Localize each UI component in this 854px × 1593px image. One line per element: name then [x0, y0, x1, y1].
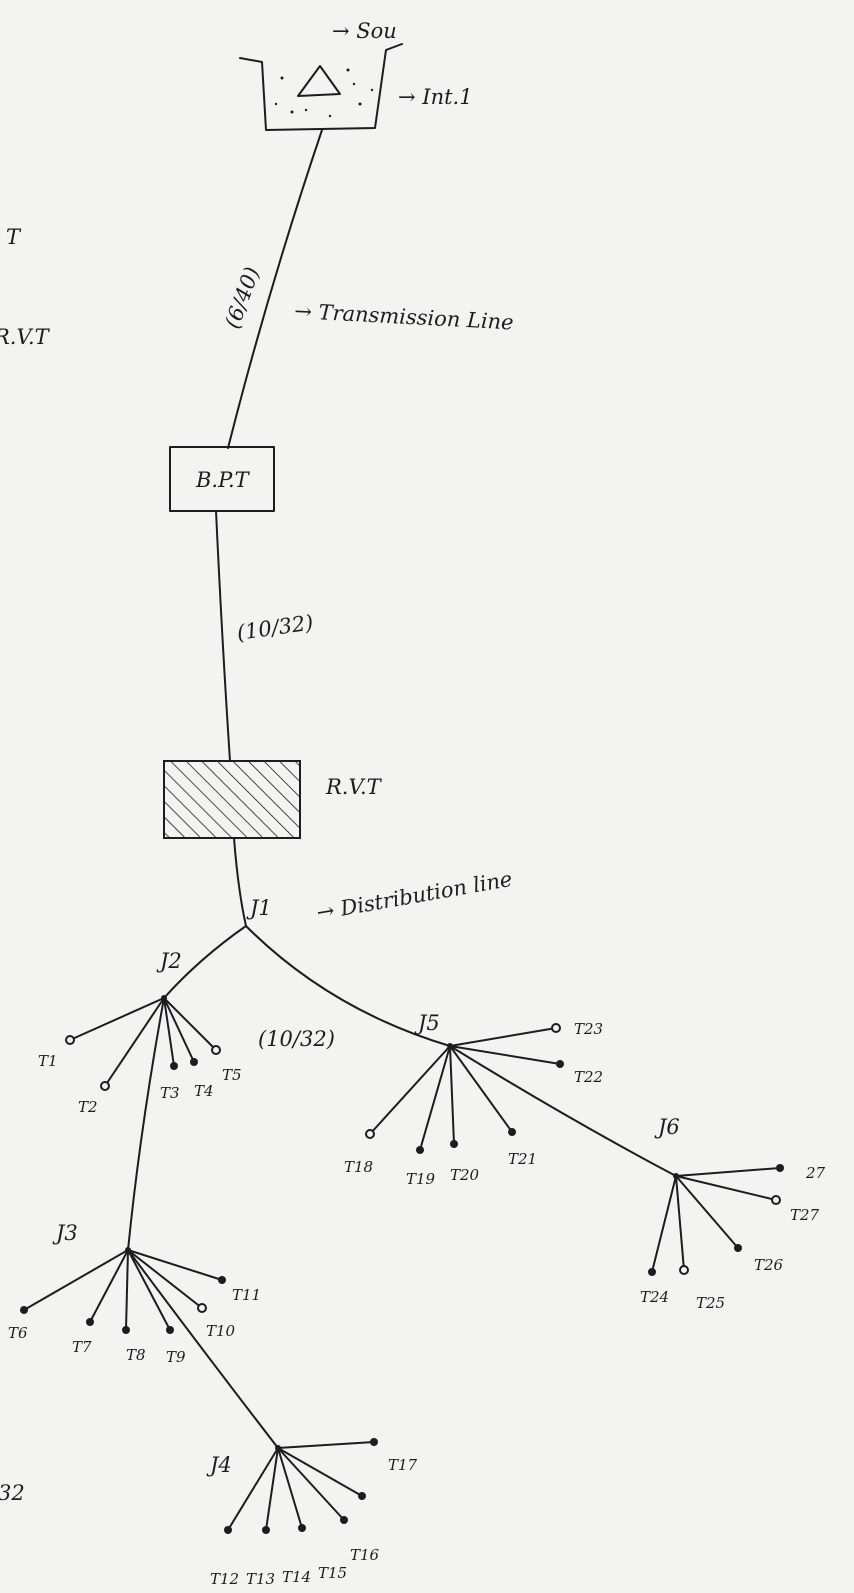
j3-junction: T6 T7 T8 T9 T10 T11 — [8, 1247, 261, 1366]
tap-node — [358, 1492, 366, 1500]
distribution-spec: (10/32) — [258, 1027, 335, 1051]
tap-label: T18 — [344, 1158, 373, 1176]
tap-node — [508, 1128, 516, 1136]
tap-label: T4 — [194, 1082, 214, 1100]
rvt-label: R.V.T — [325, 775, 383, 799]
j1-label: J1 — [246, 896, 272, 920]
tap-label: T11 — [232, 1286, 261, 1304]
tap-label: T13 — [246, 1570, 275, 1588]
bpt-rvt-line — [215, 510, 231, 762]
source-label: → Sou — [332, 19, 397, 43]
distribution-label: → Distribution line — [315, 867, 514, 925]
intake-label: → Int.1 — [398, 85, 473, 109]
margin-note-t: T — [6, 225, 22, 249]
tap-node — [370, 1438, 378, 1446]
tap-label: T21 — [508, 1150, 537, 1168]
tap-label: T17 — [388, 1456, 418, 1474]
tap-node — [679, 1265, 689, 1275]
bpt-line-spec: (10/32) — [235, 610, 314, 644]
j5-j6-line — [449, 1045, 677, 1177]
tap-label: T10 — [206, 1322, 236, 1340]
tap-label: T8 — [126, 1346, 146, 1364]
tap-node — [211, 1045, 221, 1055]
transmission-line — [227, 129, 323, 449]
j4-junction: T12 T13 T14 T15 T16 T17 — [210, 1438, 418, 1588]
tap-node — [776, 1164, 784, 1172]
j2-label: J2 — [156, 949, 182, 973]
tap-node — [86, 1318, 94, 1326]
margin-note-32: 32 — [0, 1481, 25, 1505]
tap-label: T14 — [282, 1568, 311, 1586]
transmission-spec: (6/40) — [220, 264, 264, 332]
j5-junction: T18 T19 T20 T21 T22 T23 — [344, 1020, 603, 1188]
tap-node — [648, 1268, 656, 1276]
tap-label: T5 — [222, 1066, 242, 1084]
margin-note-rvt: R.V.T — [0, 325, 51, 349]
j1-j5-line — [245, 925, 451, 1047]
intake-basin — [239, 43, 403, 131]
tap-label: T22 — [574, 1068, 603, 1086]
tap-node — [365, 1129, 375, 1139]
tap-label: T24 — [640, 1288, 669, 1306]
tap-node — [298, 1524, 306, 1532]
tap-label: T2 — [78, 1098, 98, 1116]
tap-label: T27 — [790, 1206, 820, 1224]
rvt-box — [163, 760, 301, 839]
bpt-label: B.P.T — [195, 468, 251, 492]
tap-label: T25 — [696, 1294, 725, 1312]
tap-node — [166, 1326, 174, 1334]
tap-label: T6 — [8, 1324, 28, 1342]
rvt-j1-line — [233, 837, 247, 927]
source-triangle — [297, 65, 341, 97]
tap-node — [556, 1060, 564, 1068]
tap-label: T3 — [160, 1084, 180, 1102]
tap-label: T20 — [450, 1166, 480, 1184]
tap-node — [218, 1276, 226, 1284]
j4-label: J4 — [206, 1453, 232, 1477]
tap-label: T9 — [166, 1348, 186, 1366]
tap-node — [170, 1062, 178, 1070]
tap-label: T26 — [754, 1256, 784, 1274]
tap-node — [122, 1326, 130, 1334]
tap-node — [340, 1516, 348, 1524]
tap-label: T15 — [318, 1564, 347, 1582]
source-intake: → Sou → Int.1 — [239, 19, 473, 131]
tap-node — [190, 1058, 198, 1066]
tap-label: T1 — [38, 1052, 58, 1070]
tap-node — [416, 1146, 424, 1154]
tap-node — [262, 1526, 270, 1534]
tap-node — [224, 1526, 232, 1534]
bpt-box — [169, 446, 275, 512]
j6-junction: T24 T25 T26 T27 27 — [640, 1164, 826, 1312]
tap-node — [20, 1306, 28, 1314]
tap-node — [734, 1244, 742, 1252]
tap-label: T7 — [72, 1338, 92, 1356]
tap-node — [551, 1023, 561, 1033]
tap-label: T16 — [350, 1546, 380, 1564]
j2-j3-line — [127, 997, 165, 1251]
j3-j4-line — [127, 1249, 279, 1449]
tap-label: 27 — [805, 1164, 826, 1182]
tap-node — [771, 1195, 781, 1205]
tap-node — [65, 1035, 75, 1045]
tap-node — [100, 1081, 110, 1091]
tap-node — [450, 1140, 458, 1148]
tap-label: T23 — [574, 1020, 603, 1038]
j2-junction: T1 T2 T3 T4 T5 — [38, 995, 242, 1116]
j1-j2-line — [163, 925, 247, 999]
j3-label: J3 — [52, 1221, 78, 1245]
j5-label: J5 — [414, 1011, 440, 1035]
tap-label: T12 — [210, 1570, 239, 1588]
tap-node — [197, 1303, 207, 1313]
tap-label: T19 — [406, 1170, 436, 1188]
j6-label: J6 — [654, 1115, 680, 1139]
intake-speckle — [274, 68, 374, 118]
transmission-label: → Transmission Line — [294, 299, 514, 334]
